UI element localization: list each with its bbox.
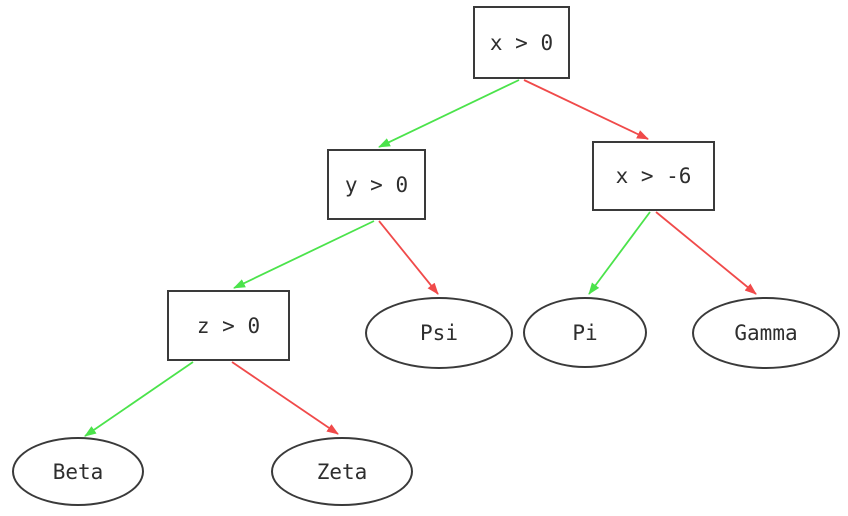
leaf-beta: Beta [12,437,144,506]
edge-x_gt_neg6-to-pi-true-branch [588,211,651,295]
node-x-gt-neg6-label: x > -6 [615,164,692,188]
edge-y_gt_0-to-psi-false-branch [378,220,439,295]
leaf-gamma: Gamma [692,297,840,369]
edge-x_gt_0-to-y_gt_0-true-branch [378,79,520,148]
leaf-gamma-label: Gamma [734,321,798,345]
node-y-gt-0-label: y > 0 [344,172,409,197]
node-z-gt-0: z > 0 [167,290,290,361]
edge-z_gt_0-to-zeta-false-branch [231,361,339,435]
leaf-beta-label: Beta [52,459,104,484]
node-x-gt-0-label: x > 0 [489,30,554,55]
leaf-zeta-label: Zeta [316,459,368,484]
leaf-pi: Pi [523,297,647,368]
edge-z_gt_0-to-beta-true-branch [84,361,194,437]
edge-y_gt_0-to-z_gt_0-true-branch [233,220,375,289]
edge-x_gt_neg6-to-gamma-false-branch [655,211,757,295]
node-x-gt-neg6: x > -6 [592,141,715,211]
node-z-gt-0-label: z > 0 [196,313,261,338]
edge-x_gt_0-to-x_gt_neg6-false-branch [523,79,649,140]
leaf-pi-label: Pi [572,320,598,345]
node-y-gt-0: y > 0 [327,149,426,220]
leaf-psi-label: Psi [420,321,458,345]
node-x-gt-0: x > 0 [473,6,570,79]
leaf-psi: Psi [365,297,513,369]
leaf-zeta: Zeta [271,437,413,506]
